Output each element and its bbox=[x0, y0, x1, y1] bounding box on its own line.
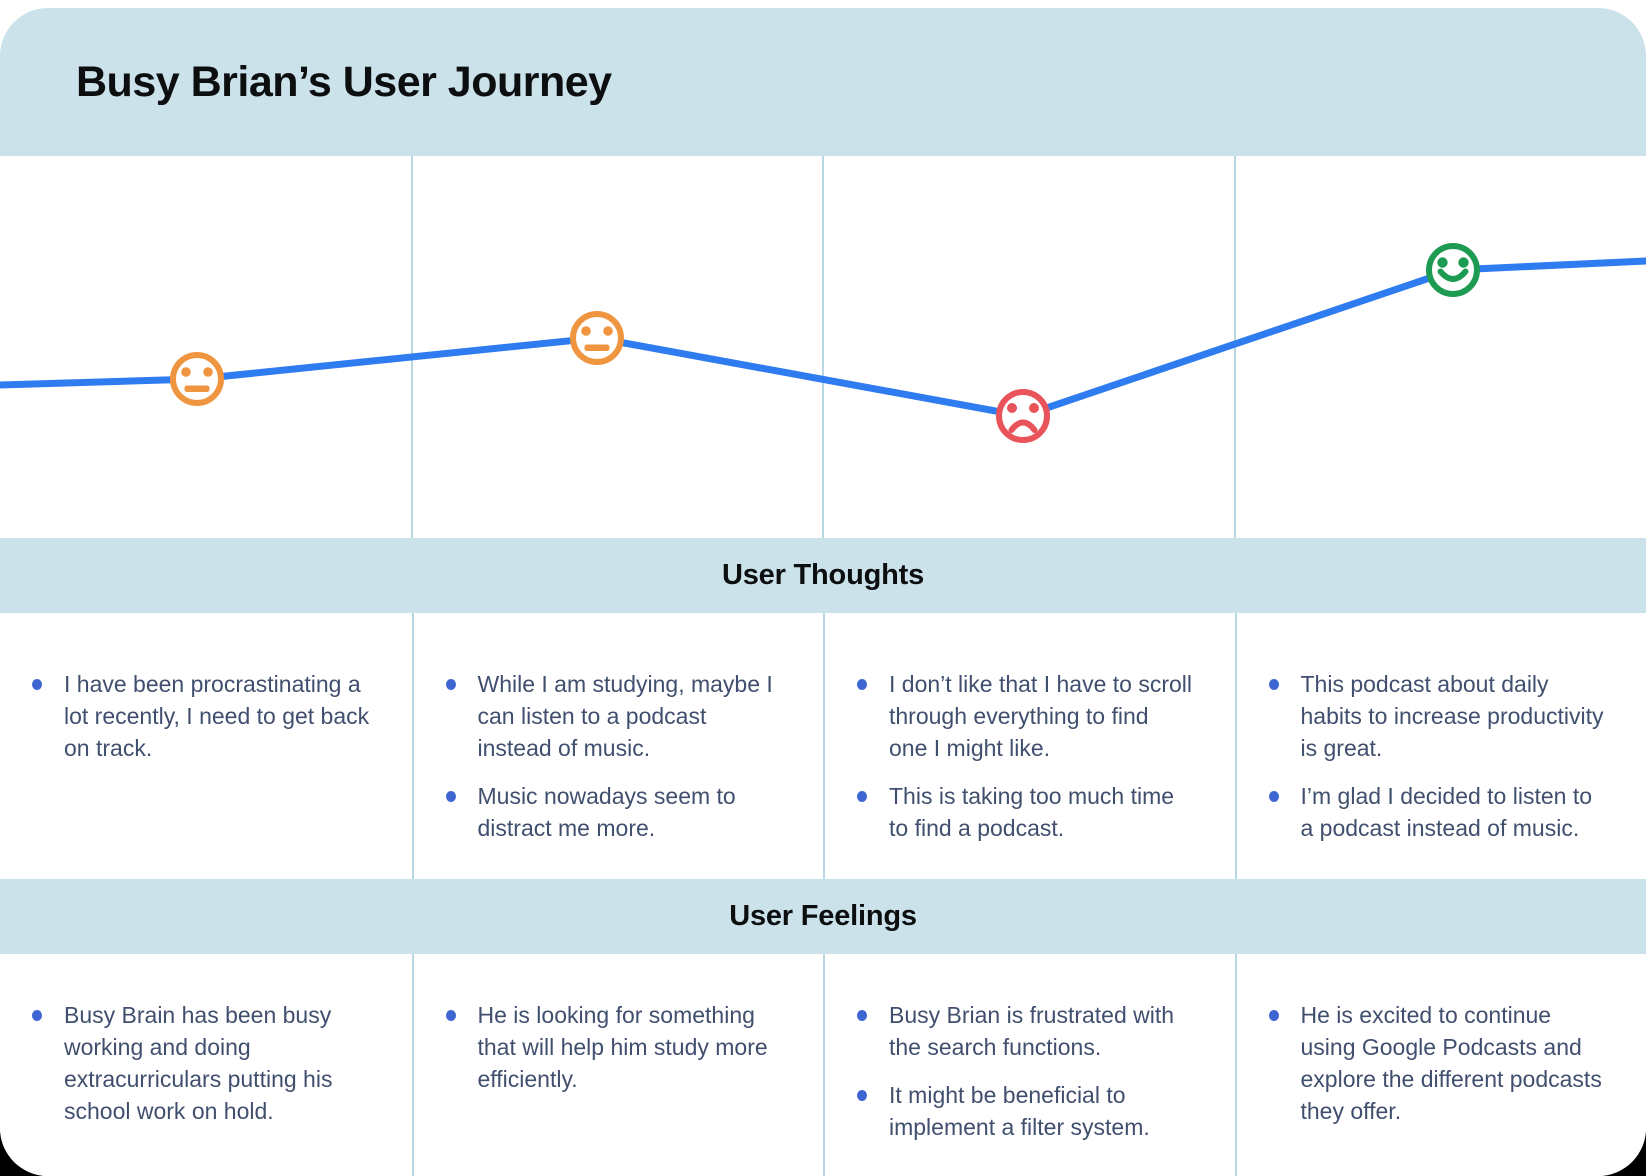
feeling-item: Busy Brian is frustrated with the search… bbox=[855, 999, 1193, 1063]
feelings-column-2: He is looking for something that will he… bbox=[411, 954, 824, 1176]
feeling-item: He is excited to continue using Google P… bbox=[1267, 999, 1605, 1127]
emotion-chart bbox=[0, 156, 1646, 538]
thought-item: I have been procrastinating a lot recent… bbox=[30, 668, 370, 764]
user-thoughts-heading: User Thoughts bbox=[721, 559, 924, 591]
thought-item: Music nowadays seem to distract me more. bbox=[444, 780, 782, 844]
journey-line-chart bbox=[0, 243, 1646, 443]
feelings-column-4: He is excited to continue using Google P… bbox=[1234, 954, 1646, 1176]
title-band: Busy Brian’s User Journey bbox=[0, 8, 1646, 156]
neutral-face-icon bbox=[570, 311, 624, 365]
happy-face-icon bbox=[1426, 243, 1480, 297]
user-thoughts-band: User Thoughts bbox=[0, 538, 1646, 613]
user-thoughts-columns: I have been procrastinating a lot recent… bbox=[0, 613, 1646, 880]
journey-map-card: Busy Brian’s User Journey bbox=[0, 8, 1646, 1176]
page-title: Busy Brian’s User Journey bbox=[76, 57, 612, 106]
thoughts-column-4: This podcast about daily habits to incre… bbox=[1234, 613, 1646, 880]
thought-item: This is taking too much time to find a p… bbox=[855, 780, 1193, 844]
feeling-item: Busy Brain has been busy working and doi… bbox=[30, 999, 370, 1127]
feeling-item: He is looking for something that will he… bbox=[444, 999, 782, 1095]
thought-item: This podcast about daily habits to incre… bbox=[1267, 668, 1605, 764]
column-divider bbox=[822, 156, 824, 538]
user-feelings-columns: Busy Brain has been busy working and doi… bbox=[0, 954, 1646, 1176]
thought-item: While I am studying, maybe I can listen … bbox=[444, 668, 782, 764]
user-feelings-band: User Feelings bbox=[0, 879, 1646, 954]
thoughts-column-1: I have been procrastinating a lot recent… bbox=[0, 613, 412, 880]
feelings-column-3: Busy Brian is frustrated with the search… bbox=[823, 954, 1235, 1176]
neutral-face-icon bbox=[170, 352, 224, 406]
thought-item: I’m glad I decided to listen to a podcas… bbox=[1267, 780, 1605, 844]
column-divider bbox=[410, 156, 413, 538]
user-feelings-heading: User Feelings bbox=[729, 900, 917, 932]
thoughts-column-2: While I am studying, maybe I can listen … bbox=[411, 613, 824, 880]
feeling-item: It might be beneficial to implement a fi… bbox=[855, 1079, 1193, 1143]
thoughts-column-3: I don’t like that I have to scroll throu… bbox=[823, 613, 1235, 880]
journey-line bbox=[0, 257, 1646, 420]
feelings-column-1: Busy Brain has been busy working and doi… bbox=[0, 954, 412, 1176]
thought-item: I don’t like that I have to scroll throu… bbox=[855, 668, 1193, 764]
sad-face-icon bbox=[996, 389, 1050, 443]
